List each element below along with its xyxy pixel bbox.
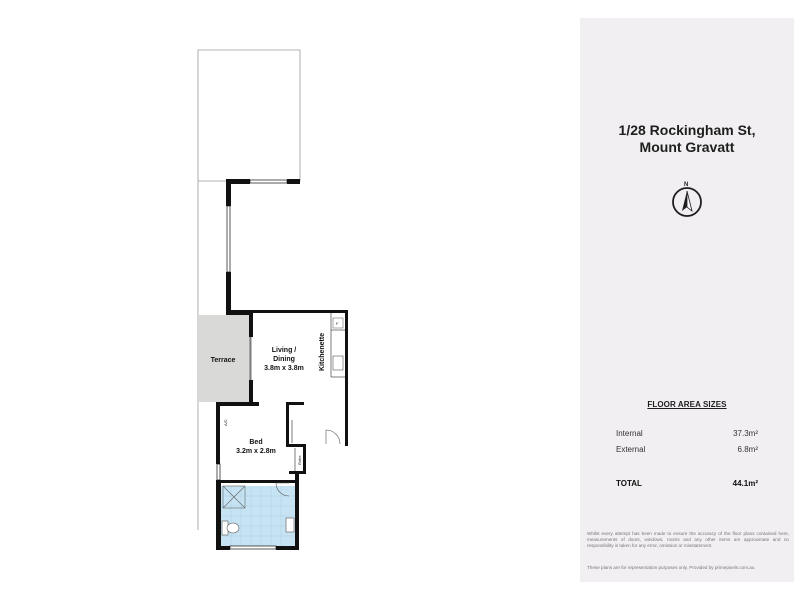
north-arrow-icon: N — [670, 182, 704, 218]
area-row-internal: Internal 37.3m² — [616, 429, 758, 438]
property-address: 1/28 Rockingham St, Mount Gravatt — [580, 122, 794, 156]
area-label: External — [616, 445, 646, 454]
bed-label: Bed — [249, 439, 262, 446]
area-label: Internal — [616, 429, 643, 438]
kitchen-label: Kitchenette — [319, 333, 326, 371]
kitchen-sink — [332, 355, 344, 371]
terrace-area — [198, 315, 250, 402]
area-value: 6.8m² — [737, 445, 758, 454]
fridge — [332, 317, 344, 329]
info-panel: 1/28 Rockingham St, Mount Gravatt N FLOO… — [580, 18, 794, 582]
living-size: 3.8m x 3.8m — [264, 365, 304, 372]
total-value: 44.1m² — [732, 479, 758, 488]
address-line-2: Mount Gravatt — [639, 139, 735, 155]
floor-plan: F A/C Robe Terrace Living / Dining 3.8m … — [197, 49, 348, 550]
area-value: 37.3m² — [733, 429, 758, 438]
compass-rose-icon — [672, 187, 702, 217]
area-row-external: External 6.8m² — [616, 445, 758, 454]
area-row-total: TOTAL 44.1m² — [616, 479, 758, 488]
living-label-line2: Dining — [273, 356, 295, 363]
bed-size: 3.2m x 2.8m — [236, 448, 276, 455]
ac-label: A/C — [223, 419, 228, 426]
footnote-text: These plans are for representation purpo… — [587, 565, 755, 570]
floor-area-title: FLOOR AREA SIZES — [647, 400, 727, 409]
terrace-label: Terrace — [211, 357, 236, 364]
yard-boundary — [197, 49, 301, 182]
partitions — [249, 313, 345, 471]
total-label: TOTAL — [616, 479, 642, 488]
toilet-icon — [221, 520, 240, 536]
shower — [222, 485, 246, 509]
walls — [216, 179, 348, 550]
door-swings — [275, 429, 341, 497]
address-line-1: 1/28 Rockingham St, — [618, 122, 756, 138]
robe-label: Robe — [297, 455, 302, 465]
living-label-line1: Living / — [272, 347, 297, 354]
fridge-label: F — [336, 321, 339, 326]
vanity-basin — [285, 517, 295, 533]
windows — [216, 179, 288, 550]
north-label: N — [684, 182, 689, 188]
disclaimer-text: Whilst every attempt has been made to en… — [587, 531, 789, 548]
